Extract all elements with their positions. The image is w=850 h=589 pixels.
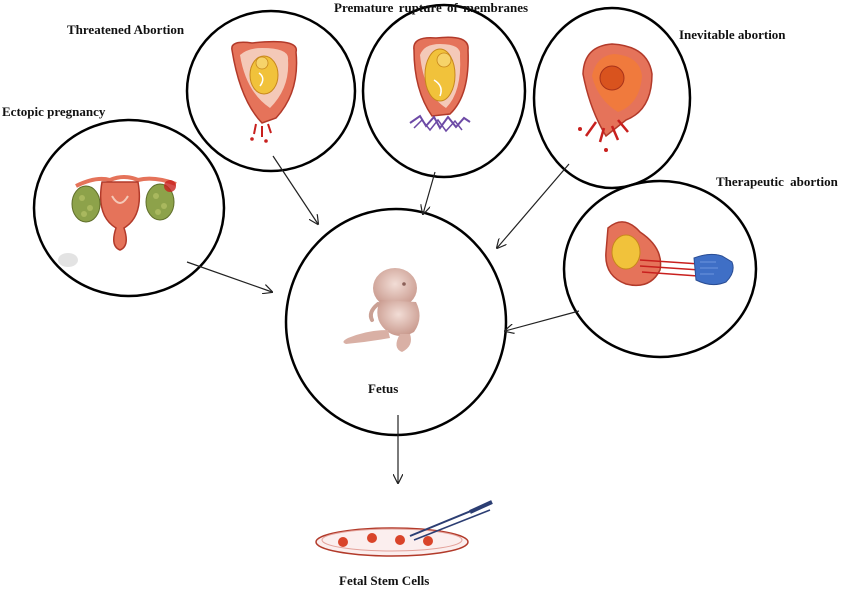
uterus-surgical-removal-icon: [605, 221, 734, 287]
fetus-icon: [343, 268, 420, 352]
uterus-dilated-bleeding-icon: [578, 43, 653, 152]
arrow-prom-to-fetus: [423, 171, 436, 214]
petri-dish-pipette-icon: [315, 500, 493, 557]
arrow-ectopic-to-fetus: [186, 261, 272, 292]
label-therapeutic-abortion: Therapeutic abortion: [716, 174, 838, 189]
arrow-threatened-to-fetus: [272, 155, 318, 224]
arrow-therapeutic-to-fetus: [505, 310, 580, 331]
label-threatened-abortion: Threatened Abortion: [67, 22, 185, 37]
uterus-ovaries-icon: [58, 175, 177, 267]
label-ectopic-pregnancy: Ectopic pregnancy: [2, 104, 106, 119]
label-premature-rupture: Premature rupture of membranes: [334, 0, 529, 15]
uterus-ruptured-membranes-icon: [409, 36, 471, 133]
arrow-inevitable-to-fetus: [497, 163, 570, 248]
uterus-bleeding-icon: [231, 40, 298, 143]
label-fetal-stem-cells: Fetal Stem Cells: [339, 573, 430, 588]
label-inevitable-abortion: Inevitable abortion: [679, 27, 786, 42]
label-fetus: Fetus: [368, 381, 399, 396]
